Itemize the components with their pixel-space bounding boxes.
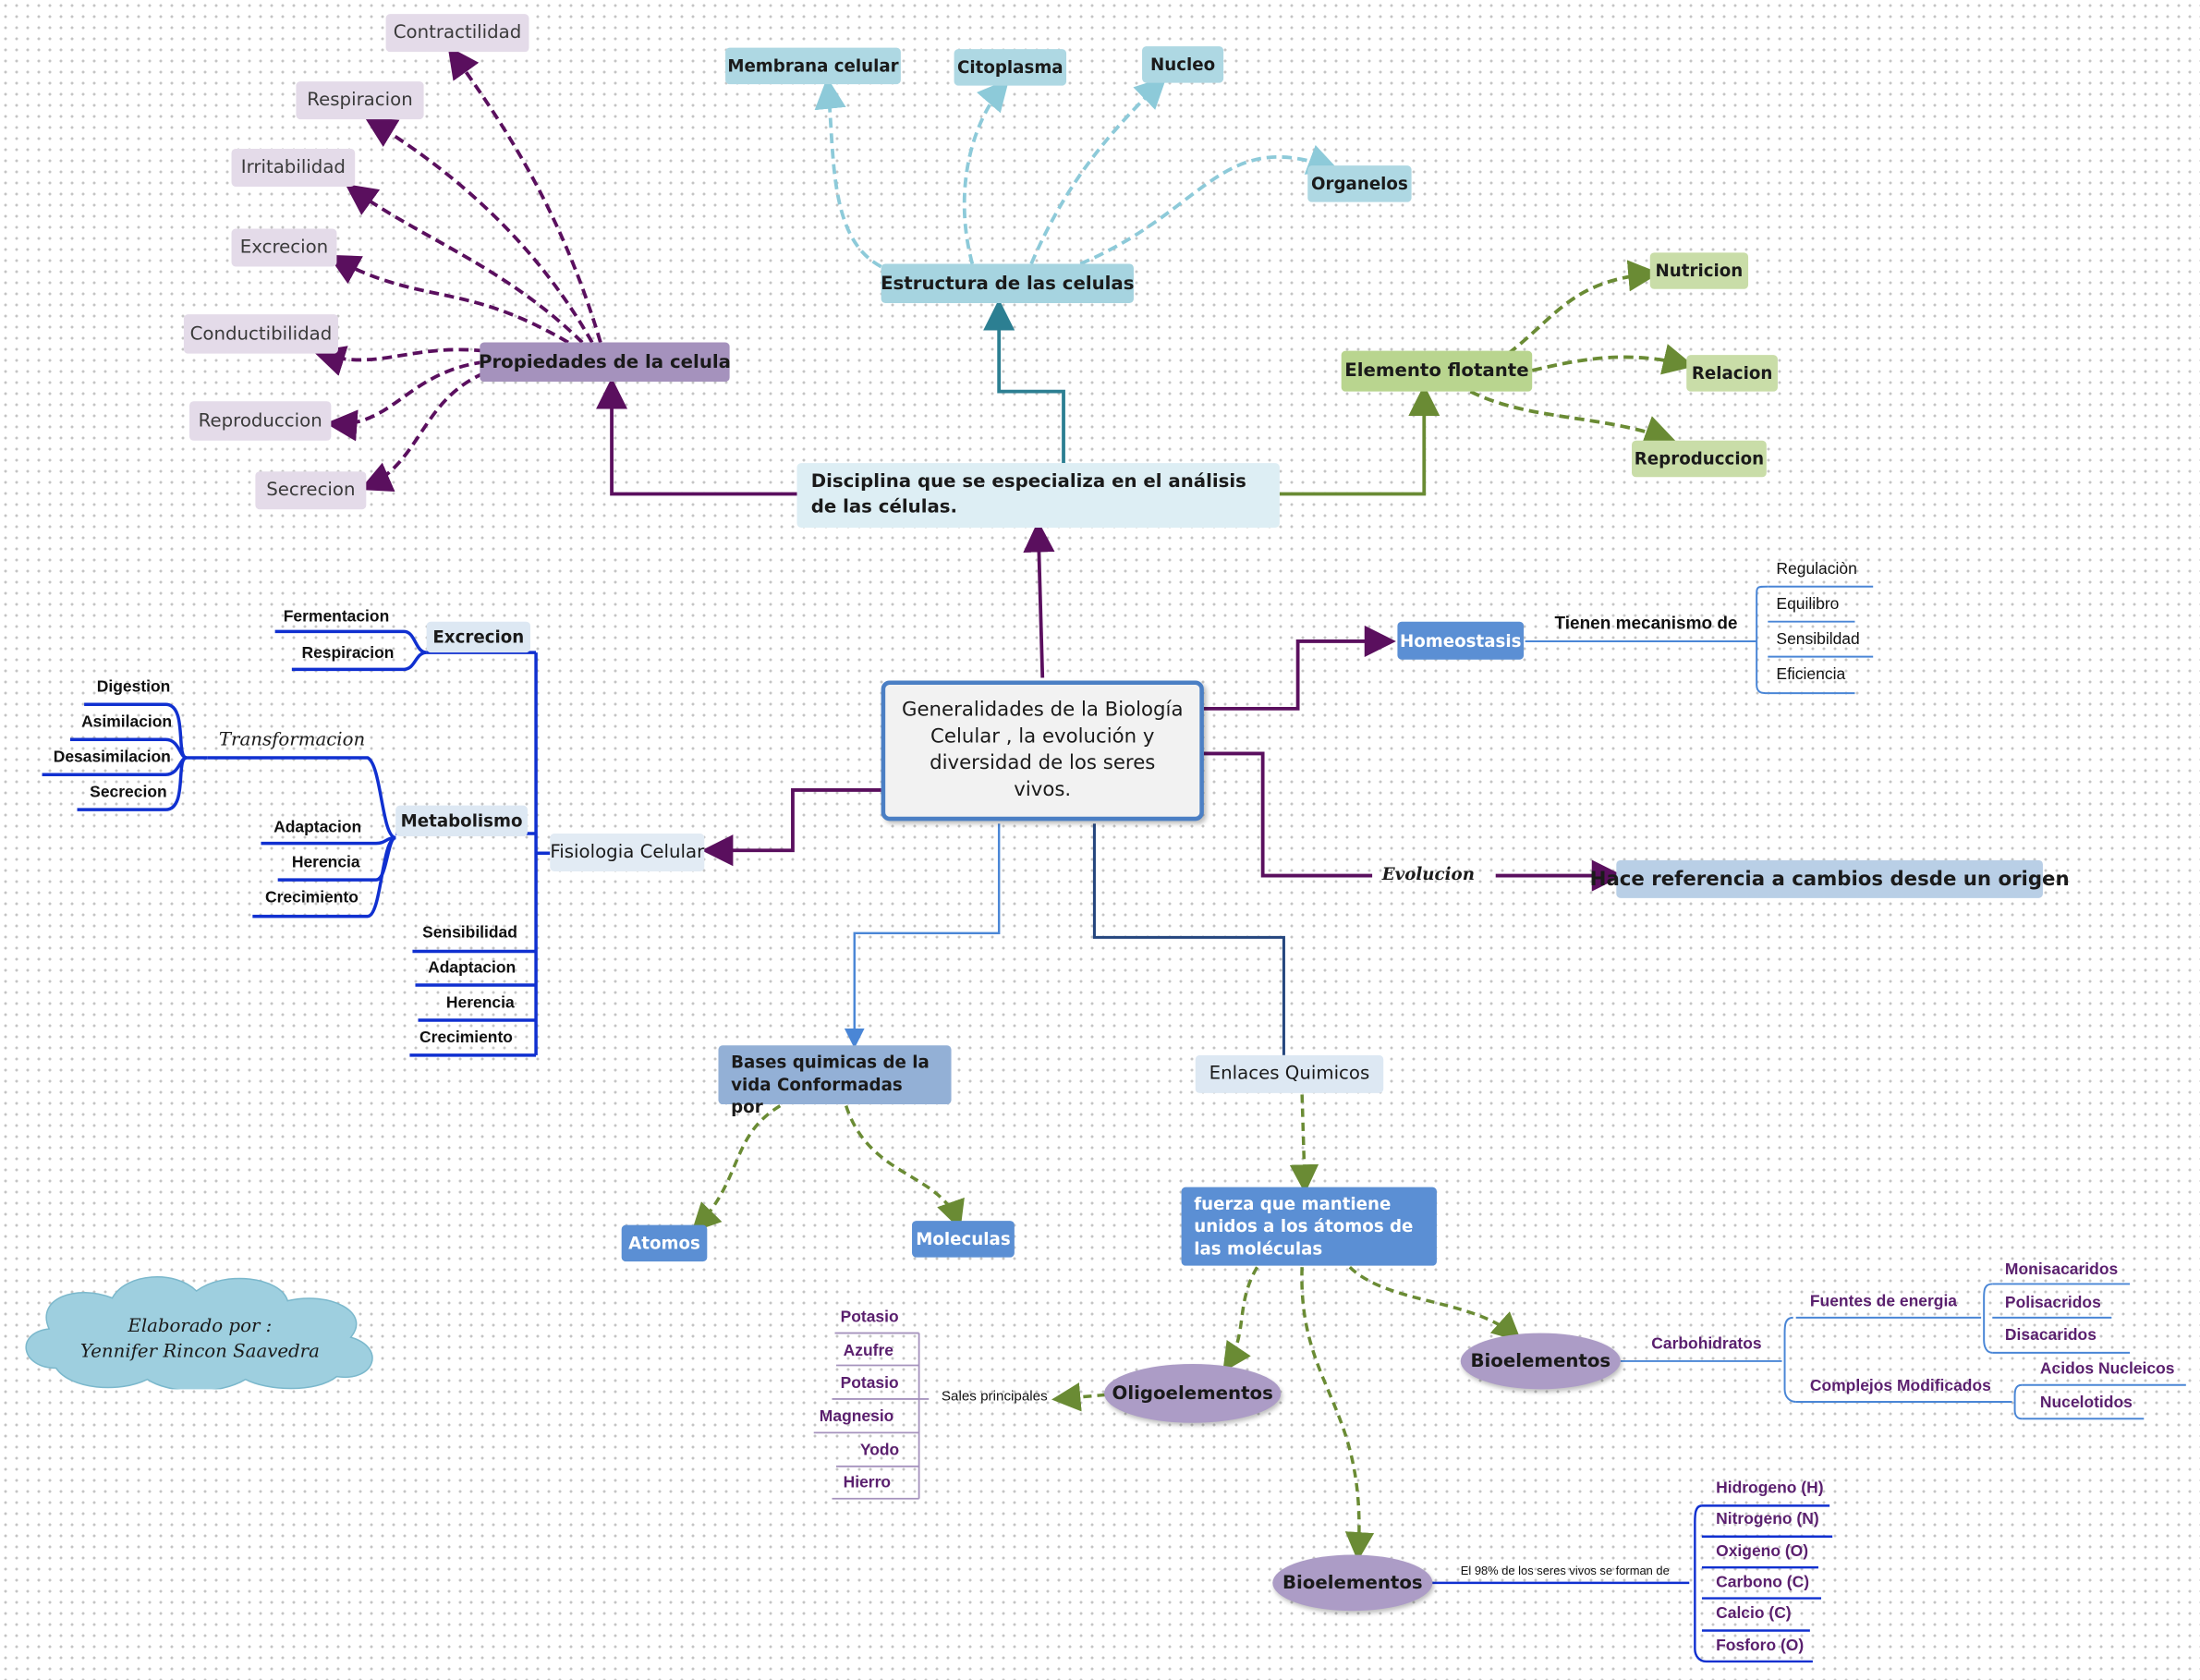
- author-line2: Yennifer Rincon Saavedra: [79, 1341, 320, 1363]
- author-line1: Elaborado por :: [128, 1316, 273, 1338]
- homeostasis-connector: Tienen mecanismo de: [1554, 613, 1738, 633]
- evolucion-label: Evolucion: [1381, 864, 1475, 884]
- estructura-item-nucleo[interactable]: Nucleo: [1142, 46, 1224, 83]
- oligo-item-yodo: Yodo: [859, 1443, 900, 1460]
- elemento-item-reproduccion[interactable]: Reproduccion: [1632, 440, 1767, 478]
- bio-item-hidrogeno: Hidrogeno (H): [1716, 1480, 1824, 1498]
- excrecion-node[interactable]: Excrecion: [426, 621, 530, 653]
- transf-item-desasimilacion: Desasimilacion: [53, 749, 171, 767]
- complejos-label: Complejos Modificados: [1809, 1378, 1991, 1395]
- prop-item-conductibilidad[interactable]: Conductibilidad: [183, 314, 338, 354]
- bio-item-nitrogeno: Nitrogeno (N): [1716, 1511, 1819, 1528]
- homeostasis-node[interactable]: Homeostasis: [1397, 621, 1525, 660]
- oligo-item-magnesio: Magnesio: [819, 1408, 894, 1426]
- bio-item-fosforo: Fosforo (O): [1716, 1637, 1805, 1655]
- prop-item-irritabilidad[interactable]: Irritabilidad: [231, 148, 356, 187]
- prop-item-excrecion[interactable]: Excrecion: [231, 228, 337, 267]
- fuentes-label: Fuentes de energia: [1809, 1294, 1958, 1311]
- bioelementos-right-node[interactable]: Bioelementos: [1460, 1333, 1621, 1390]
- excrecion-item-fermentacion: Fermentacion: [283, 609, 390, 627]
- fisio-item-crecimiento: Crecimiento: [419, 1029, 513, 1047]
- bio-bottom-connector: El 98% de los seres vivos se forman de: [1460, 1563, 1670, 1577]
- carbohidratos-label: Carbohidratos: [1651, 1335, 1762, 1353]
- transformacion-label: Transformacion: [218, 729, 366, 751]
- bases-node[interactable]: Bases quimicas de la vida Conformadas po…: [718, 1045, 952, 1117]
- bio-item-carbono: Carbono (C): [1716, 1574, 1810, 1591]
- homeostasis-item-equilibro: Equilibro: [1776, 596, 1840, 614]
- complejos-item-acidos: Acidos Nucleicos: [2039, 1360, 2175, 1379]
- propiedades-node[interactable]: Propiedades de la celula: [479, 342, 731, 383]
- evolucion-description[interactable]: Hace referencia a cambios desde un orige…: [1590, 859, 2070, 898]
- bioelementos-bottom-node[interactable]: Bioelementos: [1272, 1554, 1433, 1612]
- oligo-item-azufre: Azufre: [843, 1343, 893, 1360]
- bases-item-moleculas[interactable]: Moleculas: [912, 1221, 1015, 1258]
- prop-item-secrecion[interactable]: Secrecion: [255, 471, 367, 510]
- elemento-item-nutricion[interactable]: Nutricion: [1649, 252, 1749, 289]
- oligo-item-hierro: Hierro: [843, 1474, 892, 1492]
- bio-item-oxigeno: Oxigeno (O): [1716, 1543, 1809, 1561]
- prop-item-contractilidad[interactable]: Contractilidad: [385, 14, 529, 53]
- transf-item-digestion: Digestion: [96, 678, 171, 697]
- estructura-item-membrana[interactable]: Membrana celular: [725, 47, 901, 85]
- oligo-connector: Sales principales: [941, 1389, 1048, 1406]
- excrecion-item-respiracion: Respiracion: [301, 645, 395, 663]
- fisio-item-adaptacion: Adaptacion: [428, 959, 517, 977]
- fisio-item-sensibilidad: Sensibilidad: [422, 924, 517, 942]
- prop-item-respiracion[interactable]: Respiracion: [296, 81, 424, 120]
- elemento-node[interactable]: Elemento flotante: [1341, 350, 1533, 392]
- estructura-item-citoplasma[interactable]: Citoplasma: [954, 49, 1067, 86]
- prop-item-reproduccion[interactable]: Reproduccion: [188, 401, 332, 441]
- fuentes-item-disacaridos: Disacaridos: [2004, 1327, 2097, 1345]
- oligoelementos-node[interactable]: Oligoelementos: [1104, 1363, 1282, 1423]
- author-cloud: [25, 1276, 373, 1390]
- oligo-item-potasio: Potasio: [840, 1309, 899, 1326]
- enlaces-node[interactable]: Enlaces Quimicos: [1195, 1054, 1384, 1093]
- homeostasis-item-regulacion: Regulaciòn: [1776, 561, 1857, 578]
- bio-item-calcio: Calcio (C): [1716, 1605, 1792, 1623]
- elemento-item-relacion[interactable]: Relacion: [1686, 355, 1778, 392]
- author-text: Elaborado por : Yennifer Rincon Saavedra: [14, 1315, 385, 1366]
- homeostasis-item-eficiencia: Eficiencia: [1776, 666, 1846, 684]
- metab-item-crecimiento: Crecimiento: [264, 889, 359, 907]
- estructura-node[interactable]: Estructura de las celulas: [881, 263, 1135, 303]
- homeostasis-item-sensibildad: Sensibildad: [1776, 631, 1860, 649]
- oligo-item-potasio-2: Potasio: [840, 1375, 899, 1393]
- complejos-item-nucelotidos: Nucelotidos: [2039, 1394, 2133, 1412]
- bases-item-atomos[interactable]: Atomos: [621, 1224, 708, 1262]
- transf-item-asimilacion: Asimilacion: [81, 713, 173, 732]
- metab-item-herencia: Herencia: [291, 854, 360, 871]
- estructura-item-organelos[interactable]: Organelos: [1307, 165, 1412, 202]
- fuentes-item-monisacaridos: Monisacaridos: [2004, 1261, 2119, 1279]
- fisiologia-node[interactable]: Fisiologia Celular: [550, 833, 705, 871]
- metab-item-adaptacion: Adaptacion: [273, 819, 362, 837]
- fisio-item-herencia: Herencia: [445, 994, 515, 1012]
- discipline-node[interactable]: Disciplina que se especializa en el anál…: [796, 463, 1280, 528]
- fuentes-item-polisacridos: Polisacridos: [2004, 1295, 2101, 1312]
- transf-item-secrecion: Secrecion: [90, 784, 167, 802]
- central-topic[interactable]: Generalidades de la Biología Celular , l…: [881, 680, 1204, 822]
- metabolismo-node[interactable]: Metabolismo: [395, 805, 528, 837]
- enlaces-definition[interactable]: fuerza que mantiene unidos a los átomos …: [1181, 1187, 1437, 1266]
